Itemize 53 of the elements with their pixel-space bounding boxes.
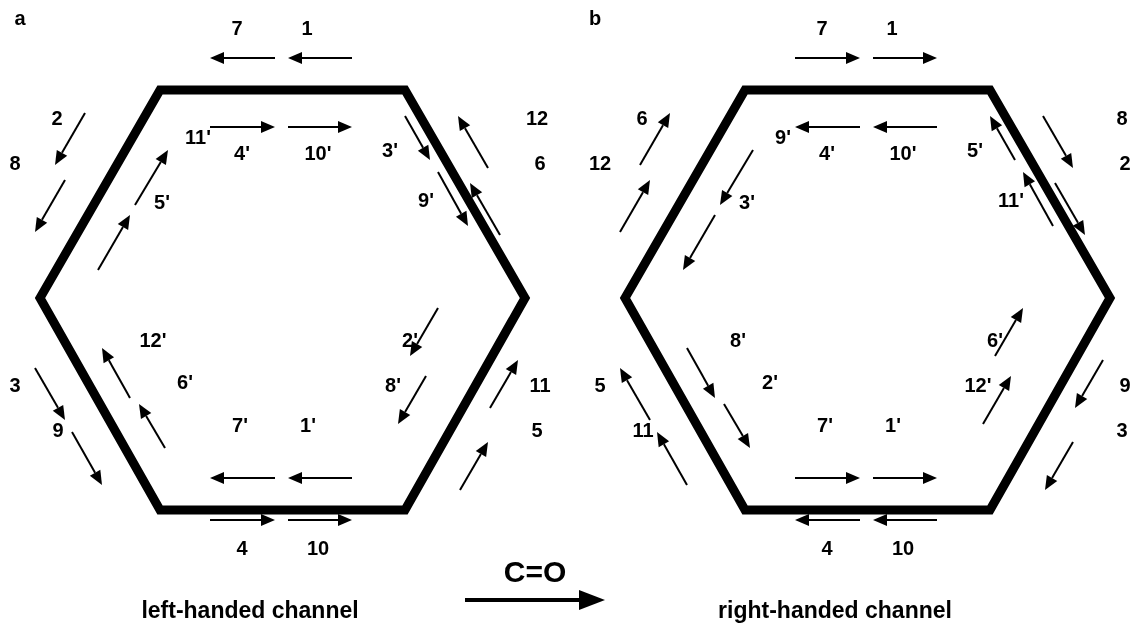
arrow-number: 9 xyxy=(52,420,64,440)
arrow-number: 5' xyxy=(154,192,170,212)
arrow-number: 8' xyxy=(385,375,401,395)
arrow-number: 11 xyxy=(529,375,551,395)
arrow-number: 1' xyxy=(885,415,901,435)
arrow-number: 10 xyxy=(891,538,915,558)
arrow-number: 11' xyxy=(185,127,211,147)
arrow-number: 10 xyxy=(306,538,330,558)
arrow-number: 11' xyxy=(998,190,1024,210)
arrow-number: 9 xyxy=(1119,375,1131,395)
arrow-number: 12' xyxy=(964,375,992,395)
panel-caption: left-handed channel xyxy=(141,598,359,622)
arrow-number: 2' xyxy=(402,330,418,350)
arrow-number: 8 xyxy=(9,153,21,173)
arrow-number: 7' xyxy=(232,415,248,435)
panel-caption: right-handed channel xyxy=(718,598,952,622)
arrow-number: 5 xyxy=(531,420,543,440)
arrow-number: 1 xyxy=(886,18,898,38)
arrow-number: 6 xyxy=(534,153,546,173)
arrow-number: 2 xyxy=(51,108,63,128)
arrow-number: 8' xyxy=(730,330,746,350)
arrow-number: 3 xyxy=(1116,420,1128,440)
arrow-number: 7 xyxy=(231,18,243,38)
arrow-number: 12' xyxy=(139,330,167,350)
arrow-number: 6' xyxy=(987,330,1003,350)
arrow-number: 2' xyxy=(762,372,778,392)
arrow-number: 12 xyxy=(525,108,549,128)
arrow-number: 2 xyxy=(1119,153,1131,173)
arrow-number: 6' xyxy=(177,372,193,392)
arrow-number: 3' xyxy=(382,140,398,160)
arrow-number: 4' xyxy=(234,143,250,163)
arrow-number: 5' xyxy=(967,140,983,160)
arrow-number: 4 xyxy=(821,538,833,558)
arrow-number: 9' xyxy=(418,190,434,210)
arrow-number: 6 xyxy=(636,108,648,128)
arrow-number: 10' xyxy=(304,143,332,163)
arrow-number: 5 xyxy=(594,375,606,395)
arrow-number: 11 xyxy=(632,420,654,440)
arrow-number: 7' xyxy=(817,415,833,435)
arrow-number: 10' xyxy=(889,143,917,163)
arrow-number: 1 xyxy=(301,18,313,38)
panel-letter: a xyxy=(14,8,26,28)
arrow-number: 9' xyxy=(775,127,791,147)
bond-label: C=O xyxy=(503,557,567,587)
panel-letter: b xyxy=(588,8,602,28)
arrow-number: 8 xyxy=(1116,108,1128,128)
arrow-number: 12 xyxy=(588,153,612,173)
arrow-number: 4' xyxy=(819,143,835,163)
arrow-number: 7 xyxy=(816,18,828,38)
arrow-number: 4 xyxy=(236,538,248,558)
arrow-number: 3 xyxy=(9,375,21,395)
arrow-number: 3' xyxy=(739,192,755,212)
arrow-number: 1' xyxy=(300,415,316,435)
